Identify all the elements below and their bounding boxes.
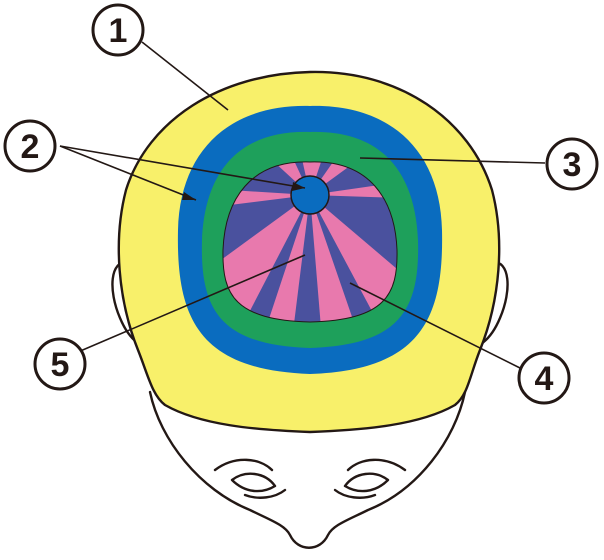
svg-text:3: 3 <box>563 146 582 184</box>
svg-text:2: 2 <box>21 128 40 166</box>
svg-text:4: 4 <box>535 360 554 398</box>
leader-3 <box>359 157 546 164</box>
inner-oval-outline <box>222 161 398 323</box>
leader-4 <box>349 282 521 369</box>
right-lid <box>333 488 377 499</box>
callout-3: 3 <box>545 137 599 191</box>
right-brow <box>346 458 407 472</box>
right-eye <box>343 472 390 493</box>
zone-4-ray <box>310 195 360 322</box>
left-lid <box>243 488 287 499</box>
arrowhead-2a <box>292 182 305 191</box>
svg-text:1: 1 <box>109 12 128 50</box>
left-eye <box>230 472 277 493</box>
leader-5 <box>77 254 306 353</box>
left-brow <box>213 458 274 472</box>
face <box>148 390 467 549</box>
zone-4-ray <box>262 195 310 322</box>
zone-4-ray <box>222 195 310 322</box>
zone-4-ray <box>300 161 325 195</box>
zone-2-crown-circle <box>290 175 330 215</box>
callout-5: 5 <box>33 337 87 391</box>
leader-2a <box>59 145 306 189</box>
callout-2: 2 <box>3 119 57 173</box>
leader-1 <box>141 41 229 111</box>
zone-4-ray <box>230 190 310 205</box>
leader-2b <box>59 145 197 201</box>
svg-text:5: 5 <box>51 346 70 384</box>
arrowhead-2b <box>182 192 196 200</box>
zone-4-ray <box>310 195 398 322</box>
callout-4: 4 <box>517 351 571 405</box>
callout-1: 1 <box>91 3 145 57</box>
